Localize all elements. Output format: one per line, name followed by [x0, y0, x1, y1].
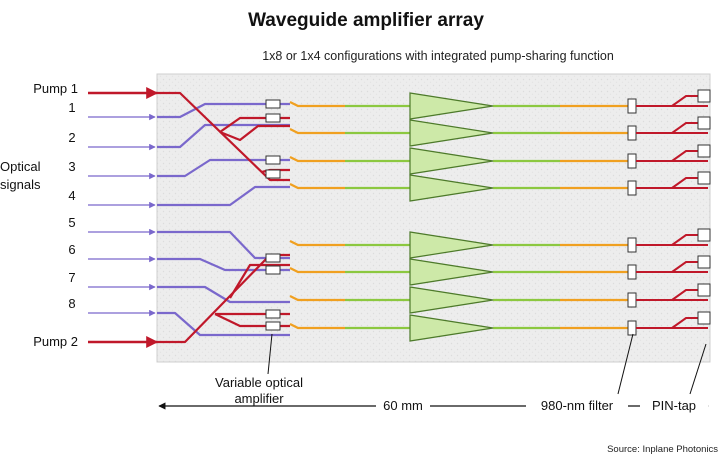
combined-waveguide — [289, 323, 345, 330]
pump-1-label: Pump 1 — [33, 81, 78, 96]
filter-label: 980-nm filter — [541, 398, 614, 413]
pin-callout-line — [689, 343, 707, 395]
amplifier-triangle — [409, 92, 494, 120]
filter-980nm — [627, 153, 637, 169]
signal-1-label: 1 — [68, 100, 75, 115]
filter-980nm — [627, 237, 637, 253]
voa-box — [265, 169, 281, 179]
source-credit: Source: Inplane Photonics — [607, 444, 718, 455]
signal-4-label: 4 — [68, 188, 75, 203]
signal-1-route — [157, 102, 290, 119]
amplifier-triangle — [409, 286, 494, 314]
signal-2-route — [157, 123, 290, 149]
pump-2-label: Pump 2 — [33, 334, 78, 349]
voa-box — [265, 99, 281, 109]
signal-7-label: 7 — [68, 270, 75, 285]
pin-photodiode — [697, 89, 711, 103]
signal-5-label: 5 — [68, 215, 75, 230]
voa-box — [265, 113, 281, 123]
pin-photodiode — [697, 144, 711, 158]
pump-1-branch-b — [219, 124, 290, 142]
combined-waveguide — [289, 183, 345, 190]
voa-boxes — [265, 99, 281, 331]
optical-signals-label-line1: Optical — [0, 159, 41, 174]
optical-signals-label-line2: signals — [0, 177, 41, 192]
pin-photodiode — [697, 171, 711, 185]
filter-980nm — [627, 320, 637, 336]
combined-waveguide — [289, 295, 345, 302]
voa-box — [265, 155, 281, 165]
amplifier-triangle — [409, 174, 494, 202]
output-taps — [627, 89, 711, 336]
signal-4-route — [157, 185, 290, 207]
tap-branch — [671, 122, 698, 134]
pin-photodiode — [697, 116, 711, 130]
length-label: 60 mm — [383, 398, 423, 413]
pin-photodiode — [697, 228, 711, 242]
voa-box — [265, 265, 281, 275]
tap-branch — [671, 289, 698, 301]
amplifier-triangle — [409, 147, 494, 175]
pin-photodiode — [697, 255, 711, 269]
signal-6-route — [157, 257, 290, 272]
pump-2-branch-a — [229, 263, 290, 299]
filter-980nm — [627, 264, 637, 280]
tap-branch — [671, 234, 698, 246]
signal-2-label: 2 — [68, 130, 75, 145]
signal-7-route — [157, 285, 290, 304]
pin-label-bg — [640, 397, 708, 413]
voa-box — [265, 321, 281, 331]
voa-label-line1: Variable optical — [215, 375, 303, 390]
length-label-bg — [376, 397, 430, 413]
tap-branch — [671, 177, 698, 189]
diagram-subtitle: 1x8 or 1x4 configurations with integrate… — [262, 49, 614, 63]
combined-waveguide — [289, 156, 345, 163]
amplifier-channels — [289, 101, 628, 330]
combined-waveguide — [289, 240, 345, 247]
combined-waveguide — [289, 267, 345, 274]
amplifier-triangle — [409, 231, 494, 259]
filter-980nm — [627, 98, 637, 114]
signal-8-label: 8 — [68, 296, 75, 311]
diagram-title: Waveguide amplifier array — [248, 10, 484, 31]
input-waveguides: 1 2 3 4 5 6 7 8 — [68, 87, 159, 348]
amplifier-triangle — [409, 258, 494, 286]
pin-tap-label: PIN-tap — [652, 398, 696, 413]
filter-980nm — [627, 180, 637, 196]
amplifier-triangle — [409, 314, 494, 342]
amplifier-triangles — [409, 92, 494, 342]
filter-980nm — [627, 292, 637, 308]
combined-waveguide — [289, 101, 345, 108]
tap-branch — [671, 261, 698, 273]
pin-photodiode — [697, 311, 711, 325]
amplifier-triangle — [409, 119, 494, 147]
tap-branch — [671, 150, 698, 162]
filter-980nm — [627, 125, 637, 141]
filter-callout-line — [617, 333, 634, 395]
signal-3-label: 3 — [68, 159, 75, 174]
tap-branch — [671, 317, 698, 329]
voa-box — [265, 253, 281, 263]
pin-photodiode — [697, 283, 711, 297]
signal-6-label: 6 — [68, 242, 75, 257]
voa-box — [265, 309, 281, 319]
filter-label-bg — [526, 397, 628, 413]
tap-branch — [671, 95, 698, 107]
pump-1-route — [157, 91, 290, 182]
combined-waveguide — [289, 128, 345, 135]
voa-label-line2: amplifier — [234, 391, 284, 406]
signal-8-route — [157, 311, 290, 337]
voa-callout-line — [267, 333, 273, 375]
